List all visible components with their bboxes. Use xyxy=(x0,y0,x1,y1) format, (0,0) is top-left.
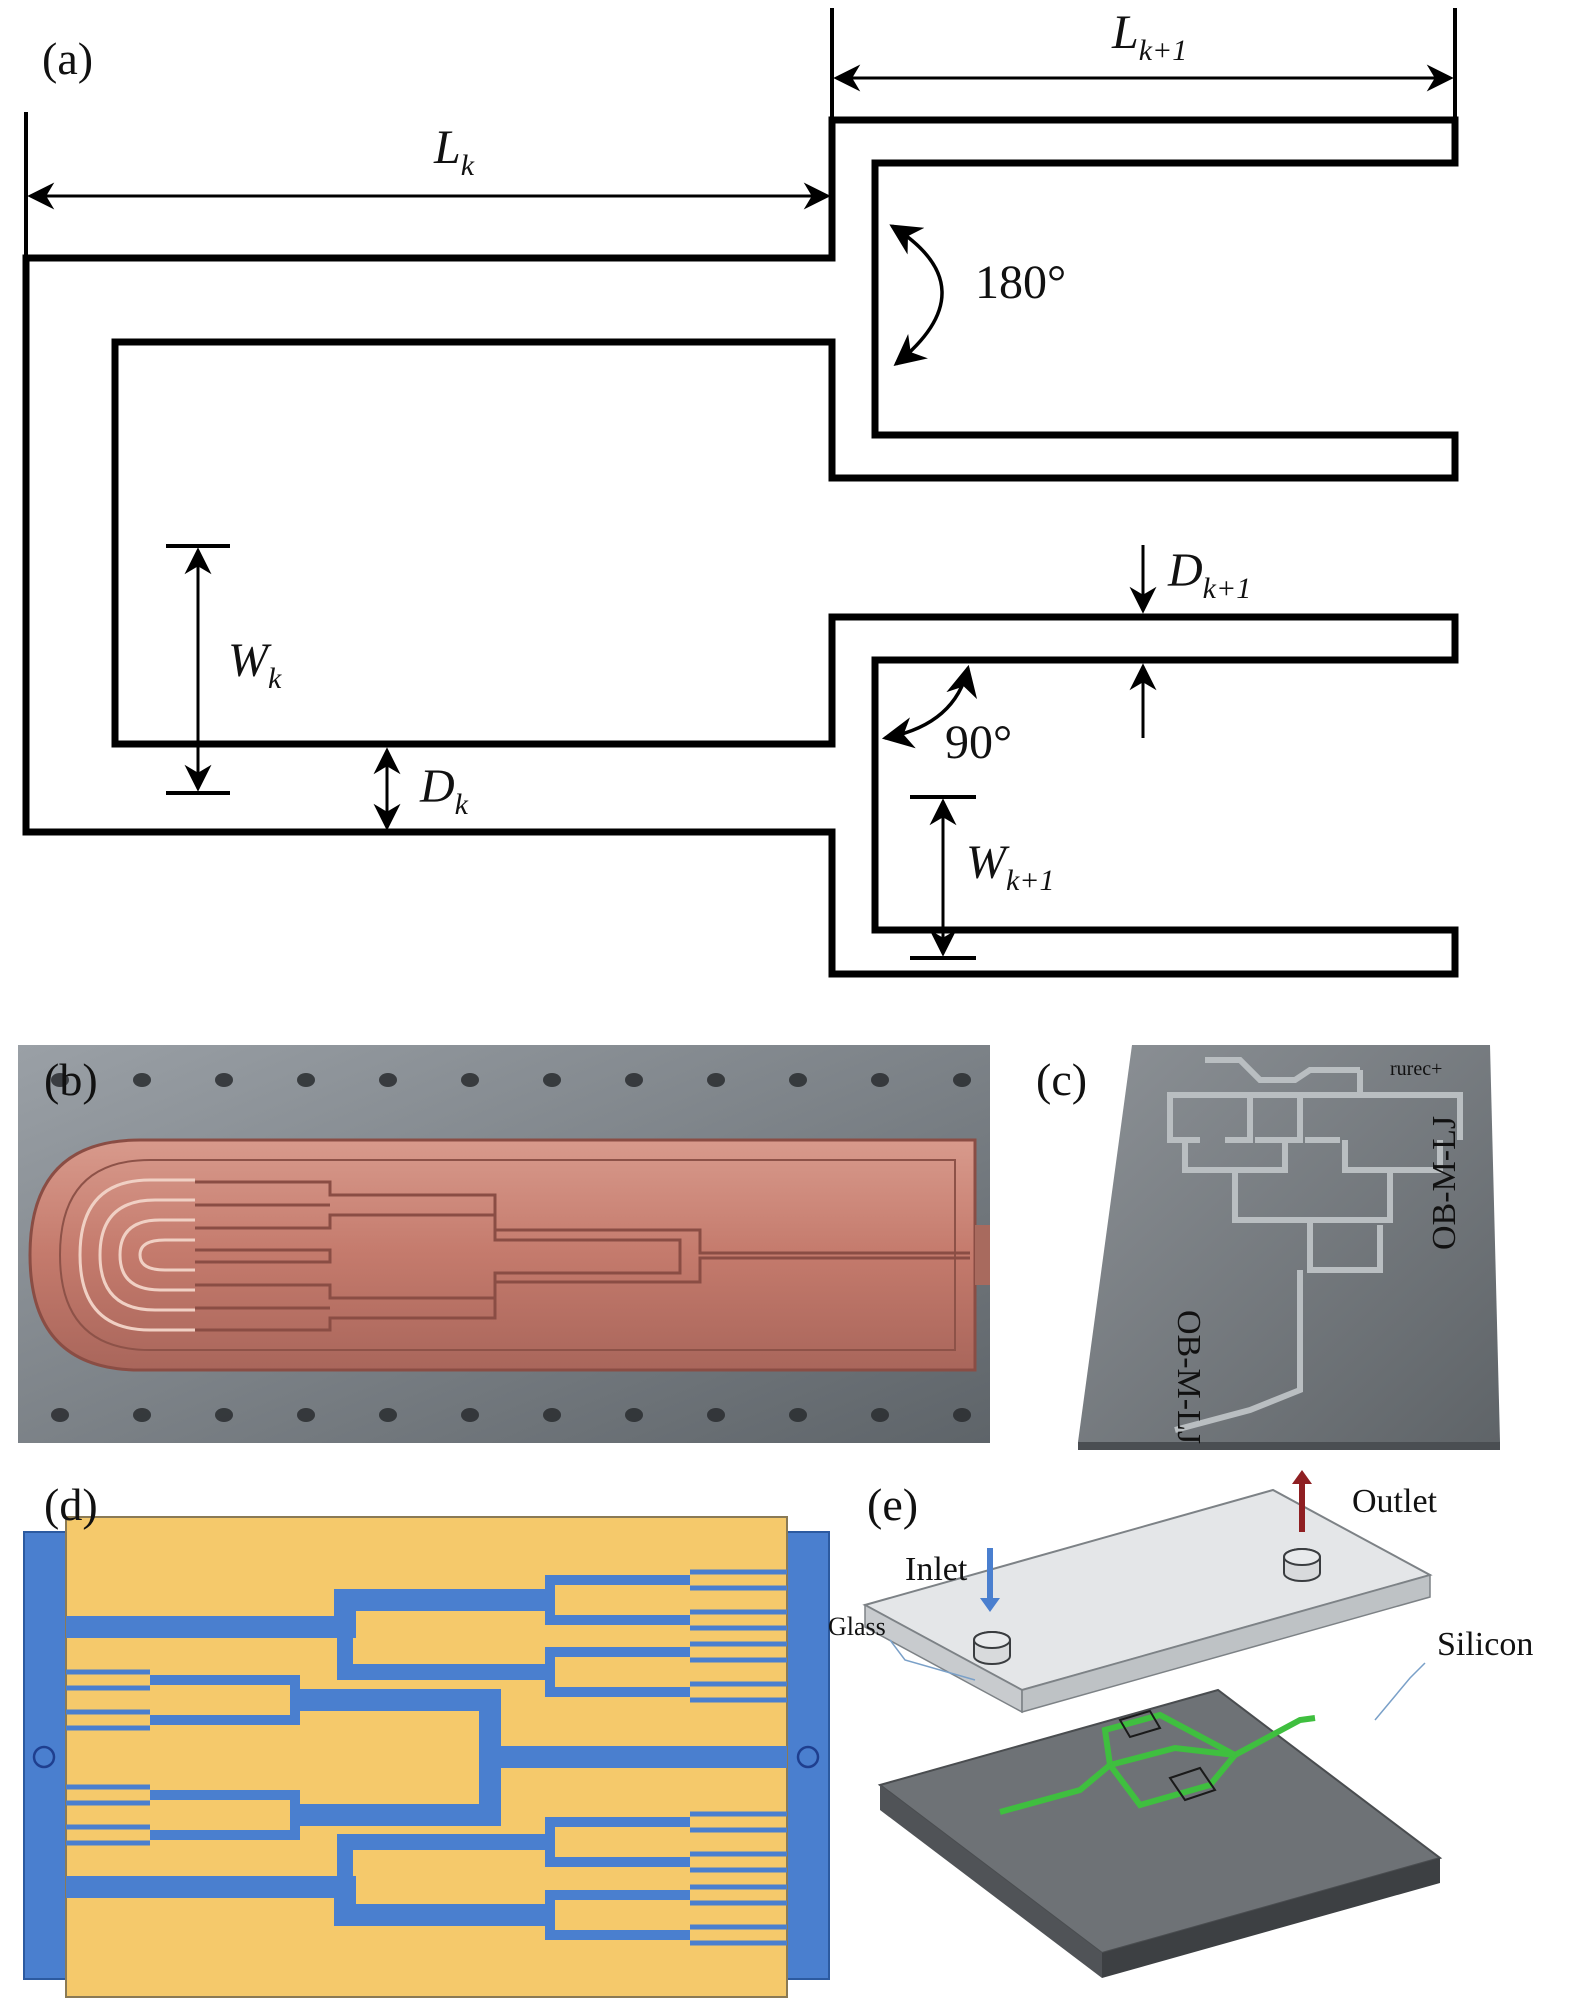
right-port xyxy=(796,1745,820,1769)
table-hole xyxy=(871,1073,889,1087)
dk-label: Dk xyxy=(419,760,469,821)
table-hole xyxy=(133,1408,151,1422)
panel-d-label: (d) xyxy=(44,1479,98,1530)
wk-label: Wk xyxy=(228,634,282,695)
left-port xyxy=(32,1745,56,1769)
table-hole xyxy=(543,1073,561,1087)
silicon-top-face xyxy=(877,1688,1443,1955)
table-hole xyxy=(379,1408,397,1422)
table-hole xyxy=(543,1408,561,1422)
silicon-label: Silicon xyxy=(1437,1626,1533,1663)
outlet-label: Outlet xyxy=(1352,1483,1438,1520)
glass-leader xyxy=(889,1639,976,1681)
panel-e: (e) Inlet Outlet Glass Silicon xyxy=(828,1470,1533,1978)
wk1-label: Wk+1 xyxy=(966,836,1055,897)
table-hole xyxy=(625,1073,643,1087)
chip-edge xyxy=(1078,1442,1500,1450)
silicon-front-face xyxy=(880,1785,1102,1978)
chip-logo: rurec+ xyxy=(1390,1058,1442,1080)
table-hole xyxy=(133,1073,151,1087)
copper-recess xyxy=(58,1159,956,1351)
table-hole xyxy=(51,1073,69,1087)
spiral-heat-zone xyxy=(78,1178,195,1332)
copper-tab xyxy=(975,1225,990,1285)
table-hole xyxy=(707,1408,725,1422)
glass-port-outlet xyxy=(1283,1548,1321,1582)
lk1-label: Lk+1 xyxy=(1111,6,1187,67)
copper-cold-plate xyxy=(28,1138,977,1372)
glass-label: Glass xyxy=(828,1612,886,1641)
table-hole xyxy=(789,1408,807,1422)
manifold-right-bar xyxy=(786,1531,830,1980)
glass-port-inlet xyxy=(973,1631,1011,1665)
copper-fractal-channels xyxy=(195,1180,970,1332)
table-hole xyxy=(215,1073,233,1087)
channel-outline xyxy=(22,116,1459,978)
silicon-square-1 xyxy=(1168,1766,1217,1802)
outer-channel-wall xyxy=(22,116,1459,978)
chip-channels xyxy=(1167,1057,1463,1433)
lk-label: Lk xyxy=(433,121,475,182)
dk1-label: Dk+1 xyxy=(1167,544,1251,605)
inlet-label: Inlet xyxy=(905,1551,968,1588)
chip-engraving-left: OB-M-LJ xyxy=(1170,1310,1207,1444)
panel-b-label: (b) xyxy=(44,1054,98,1105)
panel-d: (d) xyxy=(23,1479,830,1998)
chip-engraving-right: OB-M-LJ xyxy=(1426,1116,1463,1250)
table-hole xyxy=(297,1073,315,1087)
panel-e-label: (e) xyxy=(867,1479,918,1530)
table-hole xyxy=(953,1073,971,1087)
panel-c-label: (c) xyxy=(1036,1054,1087,1105)
panel-a-label: (a) xyxy=(42,33,93,84)
panel-a: (a) Lk Lk+1 180° Wk Dk Dk+1 90° xyxy=(22,6,1459,978)
inlet-arrow-head xyxy=(980,1598,1000,1612)
blue-fractal-channels xyxy=(66,1569,787,1946)
table-hole xyxy=(461,1073,479,1087)
silicon-side-face xyxy=(1102,1858,1440,1978)
table-hole xyxy=(871,1408,889,1422)
table-hole xyxy=(707,1073,725,1087)
arc-90-arrow xyxy=(881,664,978,749)
panel-c: OB-M-LJ OB-M-LJ rurec+ (c) xyxy=(1036,1045,1500,1450)
table-hole xyxy=(953,1408,971,1422)
table-hole xyxy=(789,1073,807,1087)
table-hole xyxy=(461,1408,479,1422)
outlet-arrow-head xyxy=(1292,1470,1312,1484)
silicon-square-2 xyxy=(1118,1709,1162,1739)
panel-b: (b) xyxy=(18,1045,990,1443)
table-hole xyxy=(297,1408,315,1422)
glass-side-face xyxy=(1021,1574,1431,1713)
angle-90-label: 90° xyxy=(945,716,1012,769)
table-hole xyxy=(215,1408,233,1422)
table-hole xyxy=(51,1408,69,1422)
table-hole xyxy=(625,1408,643,1422)
manifold-left-bar xyxy=(23,1531,67,1980)
arc-180-arrow xyxy=(889,224,944,366)
silicon-leader xyxy=(1374,1662,1426,1721)
silicon-green-channels xyxy=(999,1711,1316,1815)
table-hole xyxy=(379,1073,397,1087)
angle-180-label: 180° xyxy=(975,256,1066,309)
table-holes xyxy=(51,1073,971,1422)
